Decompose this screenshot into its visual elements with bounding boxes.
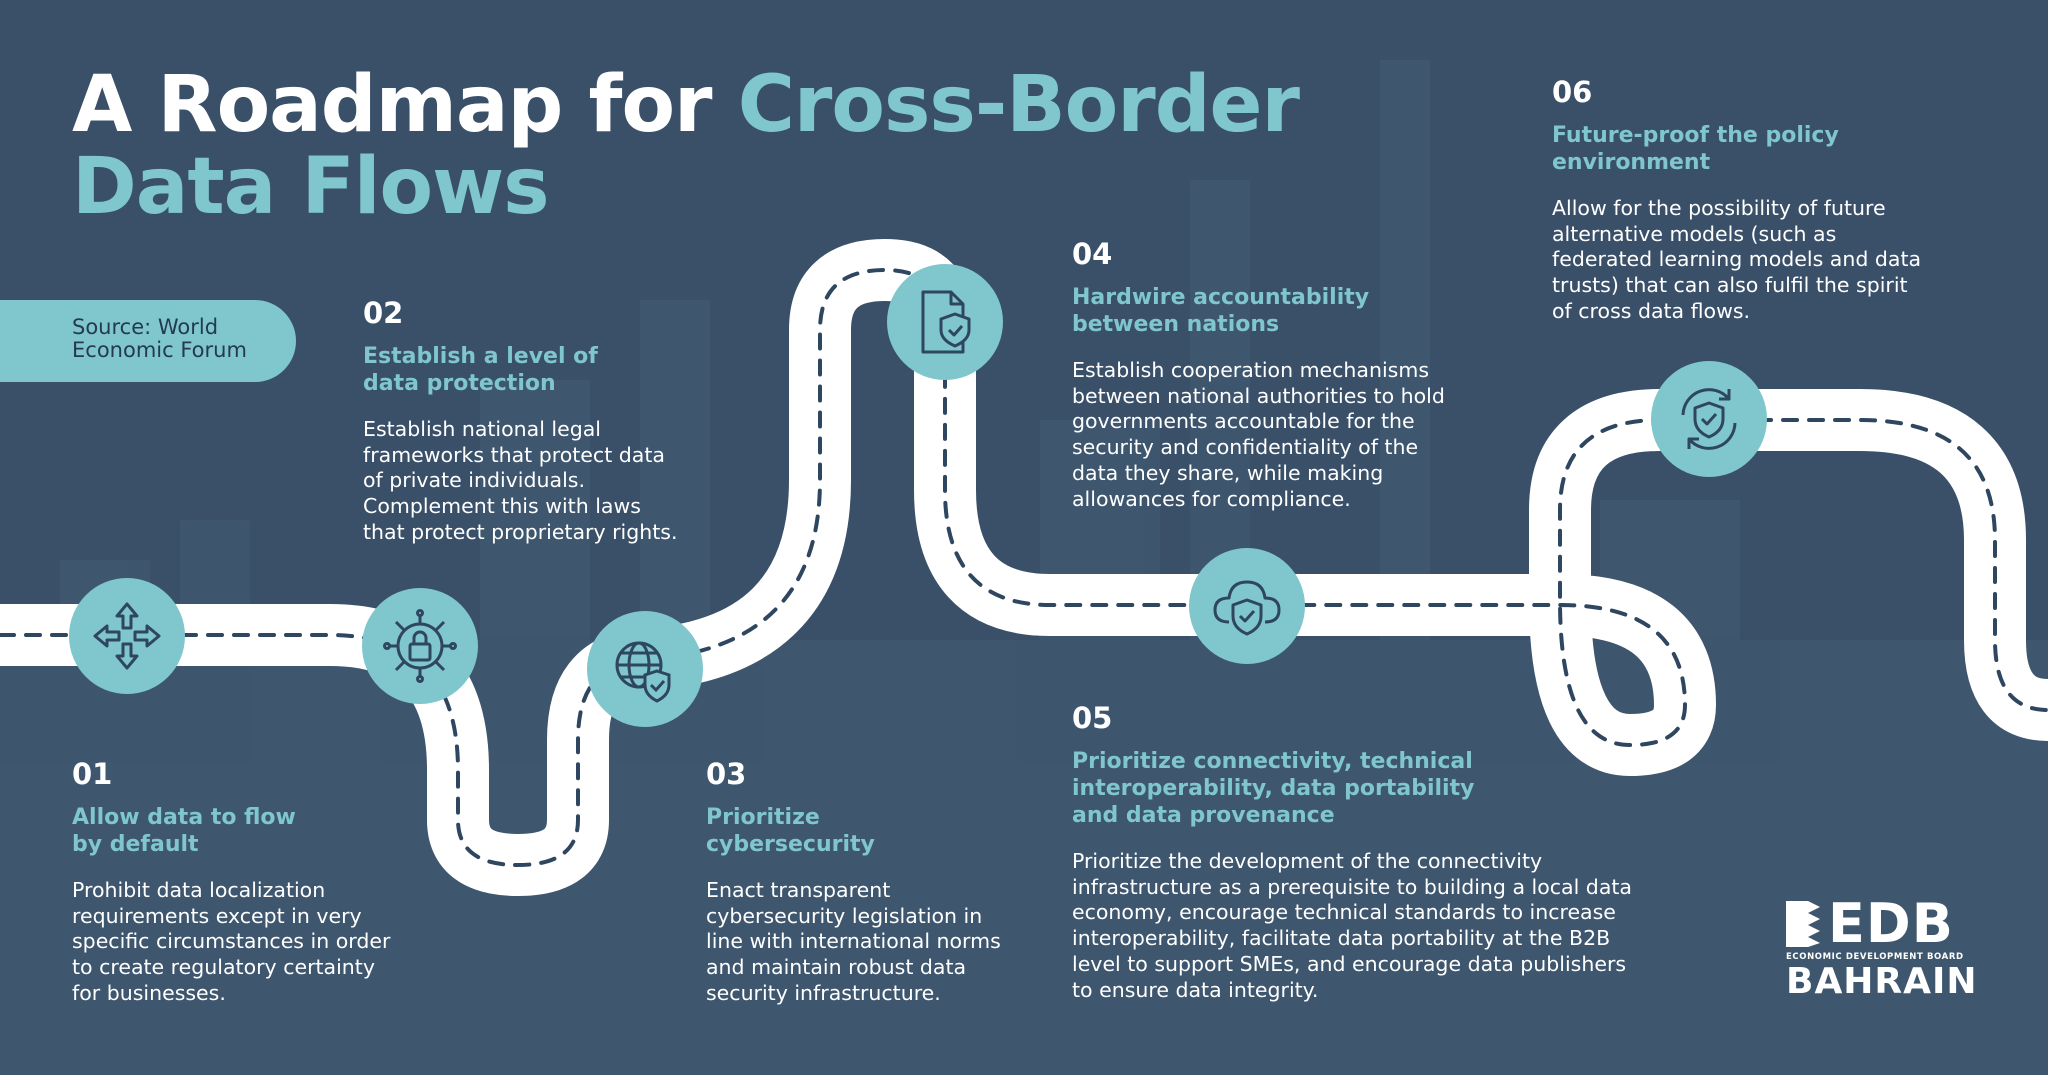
edb-bahrain-logo: EDB ECONOMIC DEVELOPMENT BOARD BAHRAIN [1786, 892, 1978, 1002]
step-06: 06 Future-proof the policy environment A… [1552, 76, 1952, 325]
cloud-shield-icon [1189, 548, 1305, 664]
step-number: 03 [706, 757, 747, 791]
circuit-lock-icon [362, 588, 478, 704]
step-02: 02 Establish a level of data protection … [363, 297, 703, 546]
road-dashes [0, 268, 2048, 867]
step-number: 04 [1072, 237, 1113, 271]
step-description: Prioritize the development of the connec… [1072, 849, 1632, 1002]
source-badge: Source: World Economic Forum [0, 300, 296, 382]
logo-subtitle: ECONOMIC DEVELOPMENT BOARD [1786, 952, 1964, 962]
globe-shield-icon [587, 611, 703, 727]
step-03: 03 Prioritize cybersecurity Enact transp… [706, 758, 1026, 1007]
step-description: Enact transparent cybersecurity legislat… [706, 878, 1001, 1005]
step-heading: Allow data to flow by default [72, 805, 296, 857]
step-number: 05 [1072, 701, 1113, 735]
edb-emblem-icon [1786, 901, 1820, 947]
title-part3: Data Flows [72, 142, 550, 232]
step-description: Allow for the possibility of future alte… [1552, 196, 1922, 323]
step-description: Prohibit data localization requirements … [72, 878, 391, 1005]
title-part1: A Roadmap for [72, 60, 738, 150]
source-line2: Economic Forum [72, 338, 247, 362]
logo-name: EDB [1828, 892, 1954, 955]
step-heading: Establish a level of data protection [363, 344, 598, 396]
step-04: 04 Hardwire accountability between natio… [1072, 238, 1472, 512]
step-description: Establish cooperation mechanisms between… [1072, 358, 1445, 511]
step-heading: Prioritize connectivity, technical inter… [1072, 749, 1475, 828]
step-heading: Future-proof the policy environment [1552, 123, 1839, 175]
step-05: 05 Prioritize connectivity, technical in… [1072, 702, 1632, 1003]
step-number: 01 [72, 757, 113, 791]
document-shield-icon [887, 264, 1003, 380]
title-part2: Cross-Border [737, 60, 1300, 150]
step-number: 02 [363, 296, 404, 330]
step-heading: Hardwire accountability between nations [1072, 285, 1370, 337]
page-title: A Roadmap for Cross-Border Data Flows [72, 64, 1300, 228]
logo-country: BAHRAIN [1786, 961, 1978, 1002]
move-arrows-icon [69, 578, 185, 694]
step-number: 06 [1552, 75, 1593, 109]
step-heading: Prioritize cybersecurity [706, 805, 875, 857]
source-line1: Source: World [72, 315, 219, 339]
step-description: Establish national legal frameworks that… [363, 417, 678, 544]
refresh-shield-icon [1651, 361, 1767, 477]
step-01: 01 Allow data to flow by default Prohibi… [72, 758, 412, 1007]
